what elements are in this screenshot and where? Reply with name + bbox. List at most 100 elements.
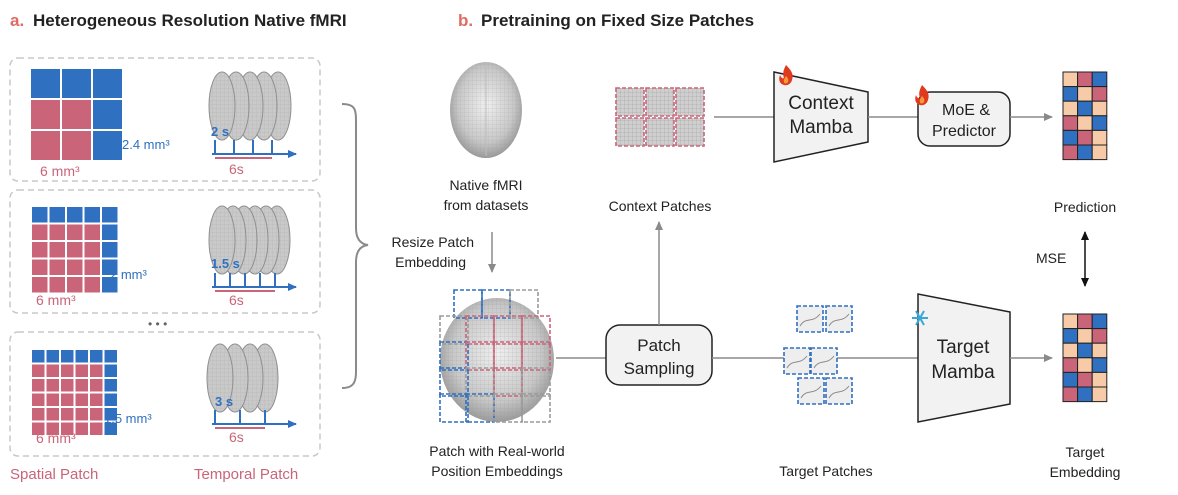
grid-cell (46, 364, 59, 377)
context-patch-border (615, 117, 645, 147)
grid-cell (46, 408, 59, 421)
position-patch (439, 341, 469, 371)
grid-cell (46, 379, 59, 392)
matrix-cell (1077, 386, 1093, 403)
grid-cell (46, 422, 59, 435)
grid-cell (32, 364, 45, 377)
position-patch (509, 289, 539, 319)
context-mamba-label-2: Mamba (789, 117, 853, 138)
grid-cell (49, 277, 65, 293)
timeline-3 (212, 410, 297, 429)
target-patch-contour (828, 313, 850, 327)
grid-cell (32, 408, 45, 421)
matrix-cell (1077, 144, 1093, 161)
target-patch (797, 306, 823, 332)
mse-label: MSE (1036, 250, 1066, 266)
target-patches-label: Target Patches (779, 463, 872, 479)
matrix-cell (1091, 144, 1108, 161)
context-patch-texture (676, 118, 704, 146)
matrix-cell (1062, 115, 1079, 131)
context-patch-texture (646, 88, 674, 116)
context-mamba-label-1: Context (788, 93, 854, 114)
grid-cell (102, 224, 118, 240)
fmri-slice-texture (207, 344, 233, 412)
matrix-cell (1062, 371, 1079, 388)
context-mamba-block[interactable] (773, 71, 869, 163)
context-patches-image (615, 87, 705, 147)
target-patch-contour (799, 313, 821, 327)
moe-predictor-box[interactable] (917, 91, 1011, 147)
matrix-cell (1091, 386, 1108, 403)
grid-cell (61, 422, 74, 435)
tr-label-3: 3 s (215, 394, 233, 409)
grid-cell (67, 224, 83, 240)
context-patch-border (645, 87, 675, 117)
grid-cell (102, 207, 118, 223)
target-patch-border (797, 377, 825, 405)
context-patches-label: Context Patches (609, 198, 712, 214)
grid-cell (75, 422, 88, 435)
grid-cell (104, 364, 117, 377)
resize-label-2: Embedding (395, 254, 466, 270)
matrix-cell (1062, 342, 1079, 359)
matrix-cell (1091, 371, 1108, 388)
fmri-slice-texture (209, 72, 235, 140)
context-patch-border (675, 117, 705, 147)
target-patch (826, 378, 852, 404)
matrix-cell (1091, 313, 1108, 330)
ellipsis: • • • (148, 317, 167, 331)
matrix-cell (1077, 71, 1093, 88)
matrix-cell (1077, 86, 1093, 102)
matrix-cell (1062, 357, 1079, 373)
matrix-cell (1091, 100, 1108, 117)
matrix-cell (1062, 86, 1079, 102)
row-box-1 (9, 57, 321, 182)
matrix-cell (1091, 342, 1108, 359)
context-patch-texture (616, 118, 644, 146)
panel-b-letter: b. (458, 11, 473, 30)
grid-cell (104, 350, 117, 363)
matrix-cell (1091, 129, 1108, 146)
grid-cell (67, 277, 83, 293)
target-mamba-label-2: Mamba (931, 362, 995, 383)
patch-sampling-label-1: Patch (637, 336, 680, 355)
grid-cell (49, 207, 65, 223)
target-patch-border (810, 347, 838, 375)
position-patch (439, 315, 469, 345)
spatial-patch-grid-3 (32, 350, 117, 435)
grid-cell (90, 422, 103, 435)
grid-cell (75, 408, 88, 421)
grid-cell (75, 379, 88, 392)
matrix-cell (1077, 328, 1093, 344)
footer-spatial-patch: Spatial Patch (10, 466, 98, 483)
matrix-cell (1091, 71, 1108, 88)
moe-label-1: MoE & (942, 102, 990, 119)
frozen-snowflake-icon (912, 310, 928, 326)
target-patch-border (783, 347, 811, 375)
matrix-cell (1077, 357, 1093, 373)
matrix-cell (1077, 342, 1093, 359)
patch-pos-label-2: Position Embeddings (431, 463, 563, 479)
grid-cell (49, 259, 65, 275)
grid-cell (75, 393, 88, 406)
target-mamba-block[interactable] (917, 293, 1011, 423)
grid-cell (104, 422, 117, 435)
patch-size-label-1: 6 mm³ (40, 163, 80, 179)
target-mamba-label-1: Target (937, 337, 991, 358)
target-patch-contour (813, 355, 835, 369)
matrix-cell (1077, 129, 1093, 146)
grid-cell (84, 259, 100, 275)
context-patch-texture (646, 118, 674, 146)
target-patch (784, 348, 810, 374)
grid-cell (67, 242, 83, 258)
grid-cell (90, 393, 103, 406)
prediction-label: Prediction (1054, 199, 1116, 215)
curly-bracket (341, 103, 369, 389)
context-patch-texture (676, 88, 704, 116)
panel-b-title: Pretraining on Fixed Size Patches (481, 11, 754, 30)
patch-pos-label-1: Patch with Real-world (429, 443, 564, 459)
position-patch-boxes (439, 289, 551, 423)
target-embedding-matrix (1062, 313, 1108, 403)
grid-cell (32, 350, 45, 363)
